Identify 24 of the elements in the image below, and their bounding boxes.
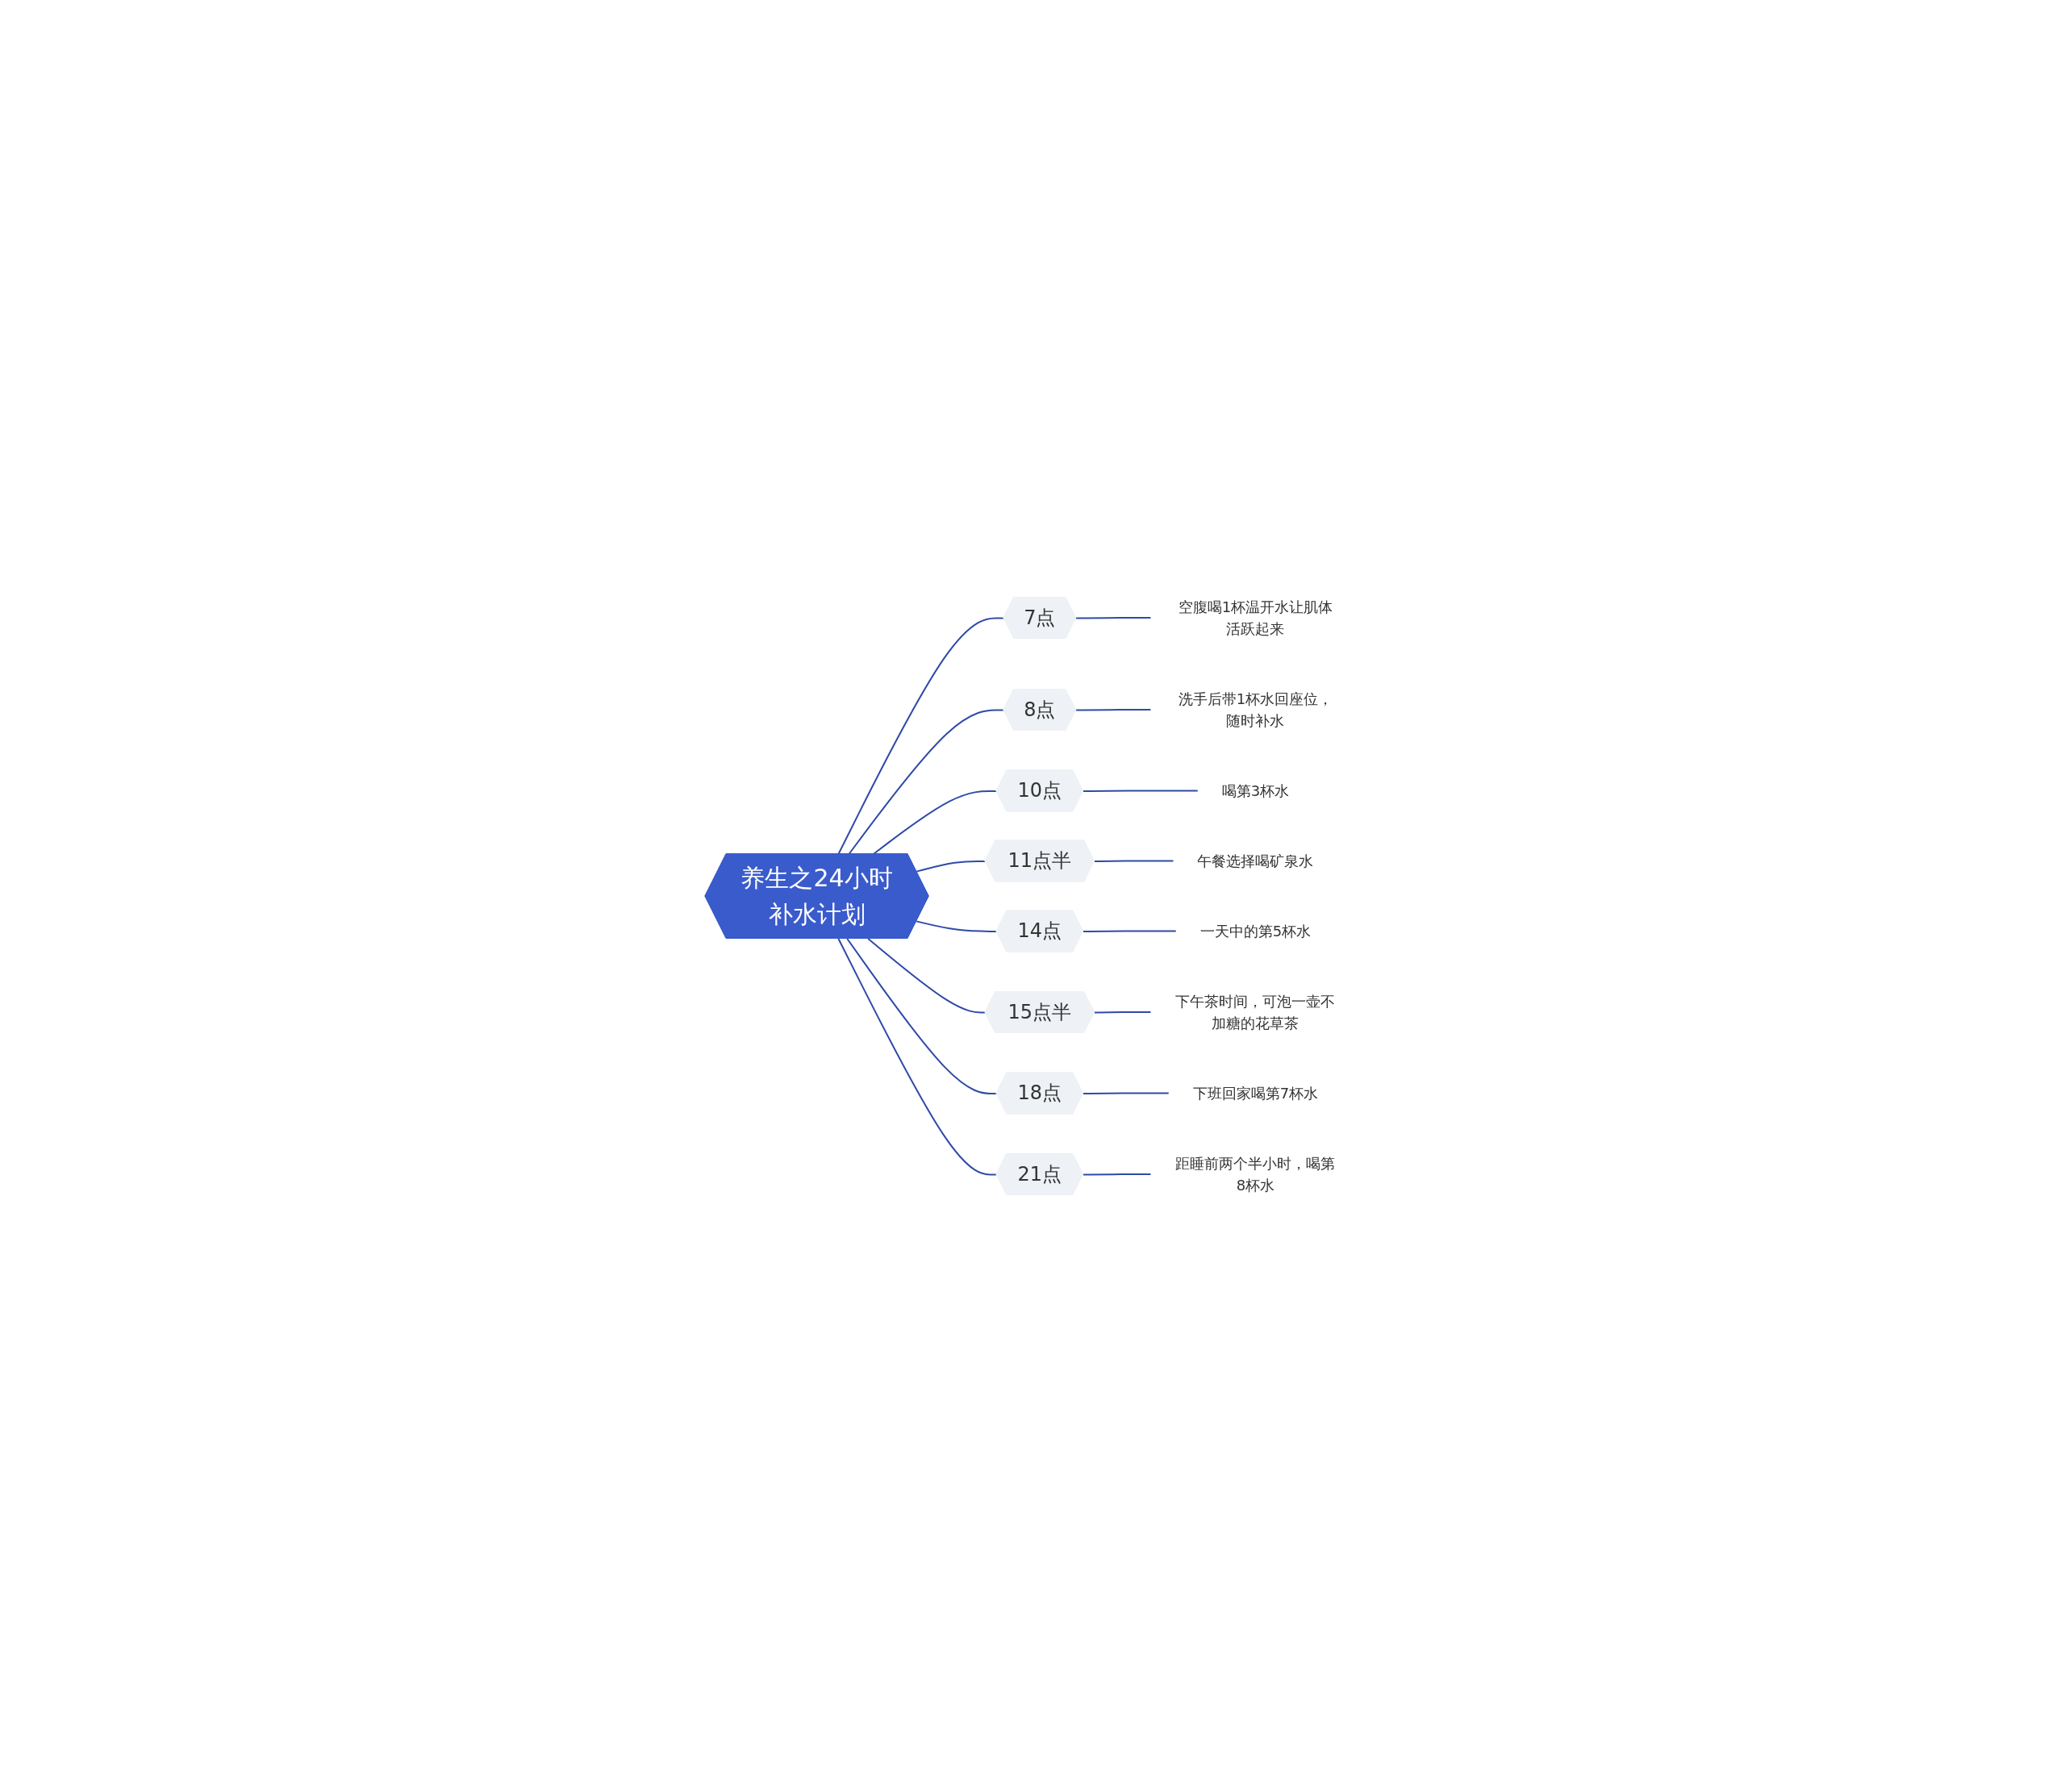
node-text: 喝第3杯水 — [1221, 781, 1289, 799]
node-text: 洗手后带1杯水回座位，随时补水 — [1178, 690, 1333, 729]
connector — [915, 860, 987, 873]
connector — [872, 790, 998, 855]
connector — [1082, 790, 1199, 792]
connector — [915, 920, 998, 932]
connector — [848, 709, 1005, 855]
connector — [867, 938, 987, 1014]
node-text: 下午茶时间，可泡一壶不加糖的花草茶 — [1175, 992, 1336, 1031]
node-text: 午餐选择喝矿泉水 — [1197, 852, 1314, 869]
connector — [1082, 1092, 1170, 1094]
connector — [1093, 860, 1174, 862]
node-text: 一天中的第5杯水 — [1199, 922, 1311, 940]
connector — [1074, 617, 1152, 619]
connector — [837, 938, 998, 1176]
connector — [1082, 930, 1177, 932]
node-text: 空腹喝1杯温开水让肌体活跃起来 — [1178, 598, 1333, 637]
connector — [846, 938, 998, 1094]
connector — [1093, 1011, 1152, 1014]
node-text: 距睡前两个半小时，喝第8杯水 — [1175, 1154, 1336, 1194]
node-text: 下班回家喝第7杯水 — [1192, 1084, 1318, 1102]
connector — [837, 617, 1005, 855]
connector — [1082, 1173, 1152, 1176]
connector — [1074, 709, 1152, 711]
